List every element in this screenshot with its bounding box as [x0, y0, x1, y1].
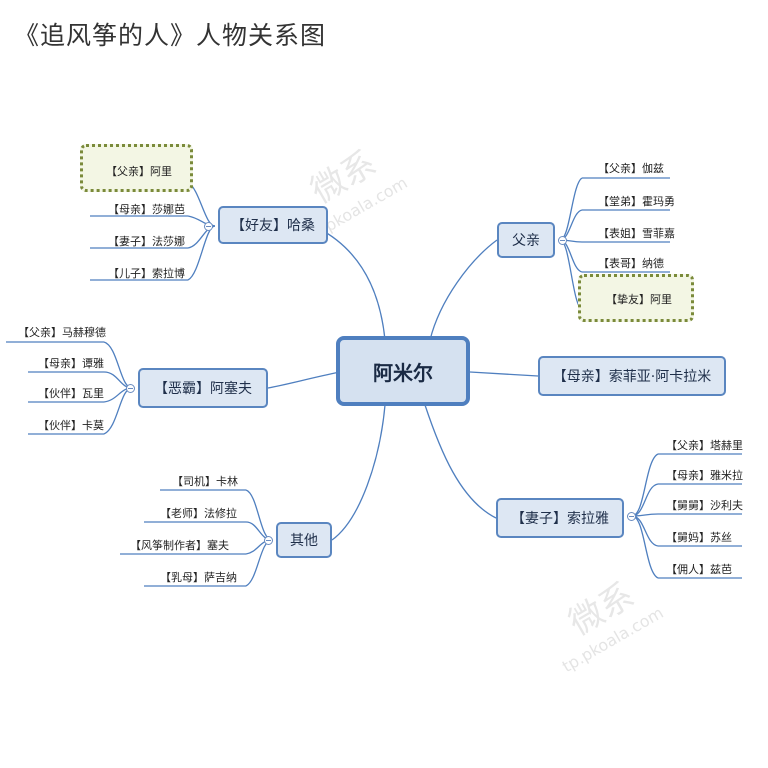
leaf-soraya-mother[interactable]: 【母亲】雅米拉 — [666, 469, 743, 482]
collapse-toggle-assef[interactable] — [126, 384, 135, 393]
highlight-box-ali — [80, 144, 193, 192]
leaf-soraya-aunt[interactable]: 【舅妈】苏丝 — [666, 531, 732, 544]
leaf-assef-mother[interactable]: 【母亲】谭雅 — [38, 357, 104, 370]
leaf-hassan-mother[interactable]: 【母亲】莎娜芭 — [108, 203, 185, 216]
leaf-father-father[interactable]: 【父亲】伽兹 — [598, 162, 664, 175]
branch-assef[interactable]: 【恶霸】阿塞夫 — [138, 368, 268, 408]
collapse-toggle-soraya[interactable] — [627, 512, 636, 521]
leaf-assef-partner-1[interactable]: 【伙伴】瓦里 — [38, 387, 104, 400]
leaf-father-male-cousin[interactable]: 【表哥】纳德 — [598, 257, 664, 270]
leaf-father-close-friend[interactable]: 【挚友】阿里 — [606, 293, 672, 306]
leaf-others-driver[interactable]: 【司机】卡林 — [172, 475, 238, 488]
leaf-assef-father[interactable]: 【父亲】马赫穆德 — [18, 326, 106, 339]
leaf-hassan-father[interactable]: 【父亲】阿里 — [106, 165, 172, 178]
leaf-others-wet-nurse[interactable]: 【乳母】萨吉纳 — [160, 571, 237, 584]
collapse-toggle-others[interactable] — [264, 536, 273, 545]
branch-hassan[interactable]: 【好友】哈桑 — [218, 206, 328, 244]
collapse-toggle-hassan[interactable] — [204, 222, 213, 231]
center-node[interactable]: 阿米尔 — [336, 336, 470, 406]
diagram-title: 《追风筝的人》人物关系图 — [14, 21, 327, 50]
branch-mother[interactable]: 【母亲】索菲亚·阿卡拉米 — [538, 356, 726, 396]
leaf-hassan-son[interactable]: 【儿子】索拉博 — [108, 267, 185, 280]
leaf-assef-partner-2[interactable]: 【伙伴】卡莫 — [38, 419, 104, 432]
leaf-others-kite-maker[interactable]: 【风筝制作者】塞夫 — [130, 539, 229, 552]
branch-others[interactable]: 其他 — [276, 522, 332, 558]
highlight-box-close-friend-ali — [578, 274, 694, 322]
branch-father[interactable]: 父亲 — [497, 222, 555, 258]
leaf-soraya-father[interactable]: 【父亲】塔赫里 — [666, 439, 743, 452]
leaf-soraya-servant[interactable]: 【佣人】兹芭 — [666, 563, 732, 576]
leaf-father-female-cousin[interactable]: 【表姐】雪菲嘉 — [598, 227, 675, 240]
leaf-father-cousin[interactable]: 【堂弟】霍玛勇 — [598, 195, 675, 208]
branch-soraya[interactable]: 【妻子】索拉雅 — [496, 498, 624, 538]
collapse-toggle-father[interactable] — [558, 236, 567, 245]
leaf-soraya-uncle[interactable]: 【舅舅】沙利夫 — [666, 499, 743, 512]
leaf-hassan-wife[interactable]: 【妻子】法莎娜 — [108, 235, 185, 248]
leaf-others-teacher[interactable]: 【老师】法修拉 — [160, 507, 237, 520]
